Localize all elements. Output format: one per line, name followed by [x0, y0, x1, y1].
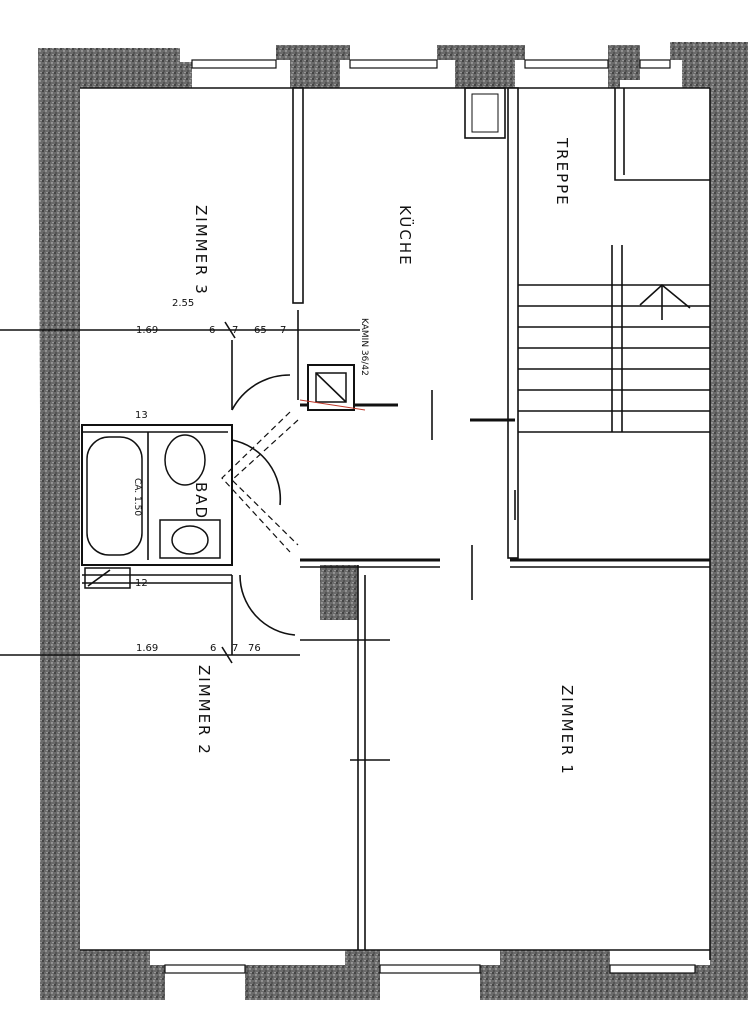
doors: [221, 340, 516, 655]
staircase: [518, 245, 710, 433]
room-label-zimmer-2: ZIMMER 2: [195, 665, 213, 756]
dim-lower-6: 6: [210, 643, 216, 654]
windows: [164, 59, 696, 974]
room-label-zimmer-1: ZIMMER 1: [558, 685, 576, 776]
vent-box: [464, 87, 506, 139]
dim-upper-7a: 7: [232, 325, 238, 336]
room-label-treppe: TREPPE: [553, 137, 571, 207]
dim-lower-7: 7: [232, 643, 238, 654]
dim-upper-13: 13: [135, 410, 148, 421]
room-label-zimmer-3: ZIMMER 3: [192, 205, 210, 296]
dim-upper-1-69: 1.69: [136, 325, 158, 336]
dim-lower-1-69: 1.69: [136, 643, 158, 654]
bath-dimension-annotation: CA. 1.50: [132, 478, 142, 516]
chimney: [307, 364, 355, 411]
dim-upper-6: 6: [209, 325, 215, 336]
bathroom-fixtures: [84, 434, 221, 589]
kamin-annotation: KAMIN 36/42: [359, 318, 369, 376]
outer-walls: [38, 42, 748, 1000]
dim-upper-7b: 7: [280, 325, 286, 336]
room-label-kueche: KÜCHE: [396, 205, 415, 267]
dim-lower-12: 12: [135, 578, 148, 589]
dim-lower-76: 76: [248, 643, 261, 654]
room-label-bad: BAD: [192, 482, 210, 520]
dim-upper-2-55: 2.55: [172, 298, 194, 309]
dim-upper-65: 65: [254, 325, 267, 336]
interior-walls: [80, 87, 711, 960]
dimension-lines: [0, 321, 390, 761]
